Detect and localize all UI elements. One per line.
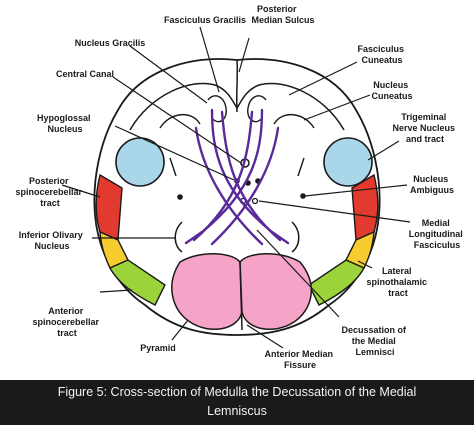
olive-bracket-left: [169, 157, 177, 177]
label-posterior-median-sulcus: Posterior Median Sulcus: [251, 4, 314, 25]
label-fasciculus-gracilis: Fasciculus Gracilis: [164, 15, 246, 25]
figure-caption: Figure 5: Cross-section of Medulla the D…: [0, 380, 474, 425]
label-posterior-spinocerebellar-tract: Posterior spinocerebellar tract: [15, 176, 84, 208]
nucleus-ambiguus-right: [300, 193, 306, 199]
label-nucleus-gracilis: Nucleus Gracilis: [75, 38, 146, 48]
medial-lemniscus-fibers: [184, 108, 290, 246]
label-anterior-median-fissure: Anterior Median Fissure: [264, 349, 335, 370]
label-nucleus-cuneatus: Nucleus Cuneatus: [371, 80, 412, 101]
label-nucleus-ambiguus: Nucleus Ambiguus: [410, 174, 454, 195]
pyramid-right: [239, 253, 312, 330]
nucleus-cuneatus-right: [273, 114, 315, 129]
trigeminal-nucleus-right: [323, 137, 373, 187]
olive-bracket-right: [297, 157, 305, 177]
label-central-canal: Central Canal: [56, 69, 114, 79]
pyramid-left: [171, 253, 243, 330]
posterior-median-sulcus-line: [235, 59, 239, 113]
inferior-olivary-nucleus-right: [291, 221, 300, 253]
label-lateral-spinothalamic-tract: Lateral spinothalamic tract: [366, 266, 429, 298]
label-anterior-spinocerebellar-tract: Anterior spinocerebellar tract: [32, 306, 101, 338]
caption-line-2: Lemniscus: [207, 404, 267, 418]
diagram-panel: Fasciculus Gracilis Posterior Median Sul…: [0, 0, 474, 380]
medulla-diagram: Fasciculus Gracilis Posterior Median Sul…: [15, 4, 466, 370]
label-decussation-of-medial-lemnisci: Decussation of the Medial Lemnisci: [341, 325, 408, 357]
anterior-spinocerebellar-tract-left: [109, 259, 166, 306]
nucleus-gracilis-right: [247, 95, 267, 123]
label-inferior-olivary-nucleus: Inferior Olivary Nucleus: [19, 230, 86, 251]
anterior-median-fissure-line: [239, 261, 243, 331]
label-pyramid: Pyramid: [140, 343, 176, 353]
leader-lines: [61, 26, 411, 349]
caption-line-1: Figure 5: Cross-section of Medulla the D…: [57, 385, 417, 399]
nucleus-cuneatus-left: [159, 114, 201, 129]
nucleus-gracilis-left: [207, 95, 227, 123]
label-medial-longitudinal-fasciculus: Medial Longitudinal Fasciculus: [409, 218, 466, 250]
medial-longitudinal-fasciculus-right: [251, 197, 259, 205]
label-hypoglossal-nucleus: Hypoglossal Nucleus: [37, 113, 93, 134]
label-trigeminal-nerve-nucleus: Trigeminal Nerve Nucleus and tract: [392, 112, 457, 144]
nucleus-ambiguus-left: [177, 194, 183, 200]
label-fasciculus-cuneatus: Fasciculus Cuneatus: [357, 44, 406, 65]
